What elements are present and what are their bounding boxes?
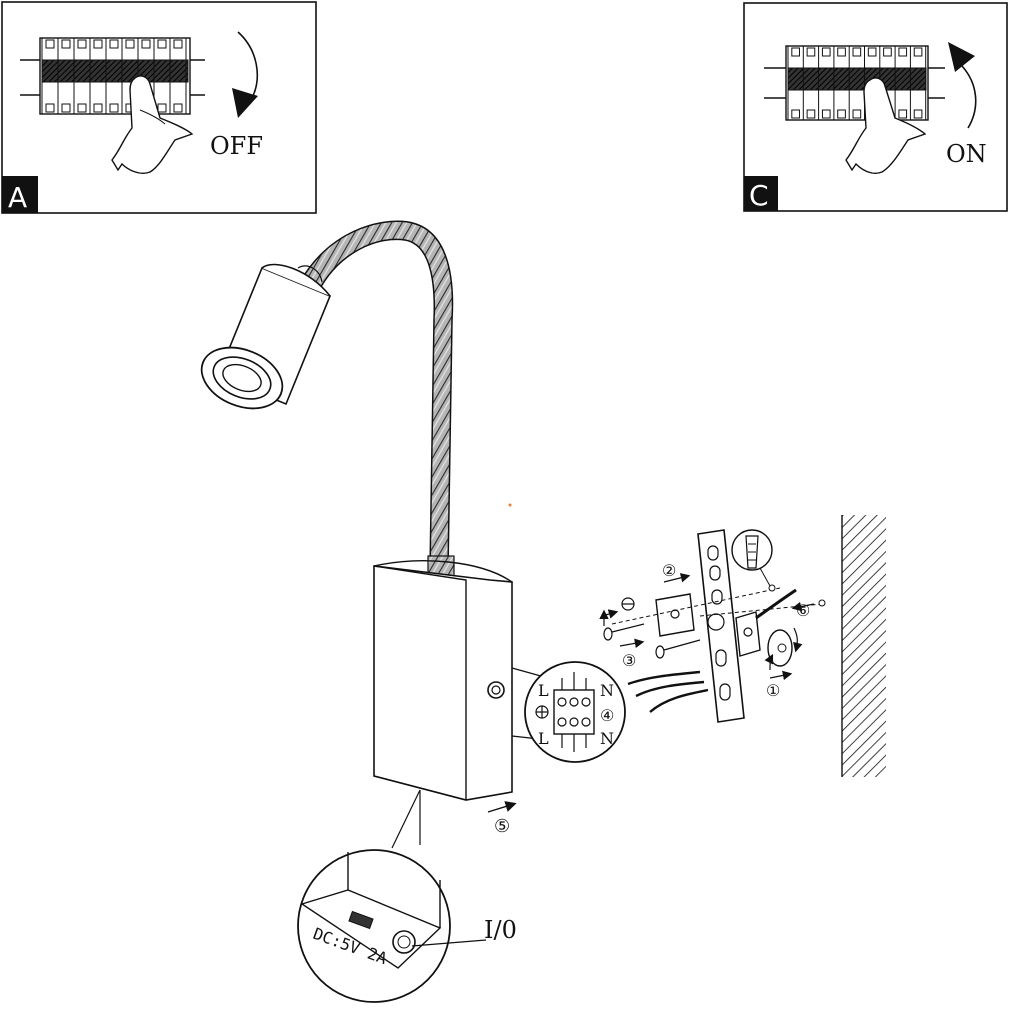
breaker-terminal — [173, 103, 183, 113]
breaker-terminal — [93, 103, 103, 113]
breaker-terminal — [45, 39, 55, 49]
terminal-top-left-label: L — [538, 681, 549, 700]
breaker-terminal — [852, 47, 862, 57]
breaker-terminal — [93, 39, 103, 49]
breaker-terminal — [125, 39, 135, 49]
step-1-label: ① — [766, 681, 780, 700]
breaker-terminal — [45, 103, 55, 113]
breaker-terminal — [821, 109, 831, 119]
breaker-terminal — [837, 109, 846, 119]
switch-on-off-label: I/0 — [484, 916, 517, 944]
terminal-top-right-label: N — [600, 681, 614, 700]
breaker-terminal — [157, 103, 167, 113]
breaker-terminal — [852, 109, 862, 119]
switch-detail: I/0 DC:5V 2A — [297, 789, 517, 1003]
hand-icon-c — [845, 77, 927, 174]
terminal-bottom-right-label: N — [600, 729, 614, 748]
hand-icon — [111, 75, 194, 174]
breaker-terminal — [867, 47, 877, 57]
wall-lamp: ⑤ — [200, 220, 517, 837]
breaker-terminal — [791, 47, 800, 57]
breaker-terminal — [837, 47, 846, 57]
breaker-terminal — [883, 47, 892, 57]
screw-icon — [603, 597, 701, 659]
step-2-label: ② — [662, 561, 676, 580]
breaker-terminal — [109, 39, 119, 49]
terminal-bottom-left-label: L — [538, 729, 549, 748]
breaker-terminal — [913, 109, 923, 119]
breaker-terminal — [141, 39, 151, 49]
panel-a-letter: A — [8, 181, 27, 214]
rotate-down-arrow-icon — [237, 31, 259, 99]
panel-a-switch-label: OFF — [210, 132, 263, 160]
breaker-terminal — [791, 109, 800, 119]
lamp-base-box — [373, 560, 513, 801]
fuse-box-illustration-c — [764, 45, 945, 121]
step-4-label: ④ — [600, 706, 614, 725]
breaker-terminal — [898, 109, 908, 119]
panel-c-power-on: ON C — [743, 2, 1008, 212]
lamp-head — [200, 263, 332, 410]
terminal-block-detail: L N L N ④ — [511, 661, 626, 763]
breaker-terminal — [913, 47, 923, 57]
panel-c-switch-label: ON — [946, 140, 987, 168]
fuse-box-illustration — [20, 37, 205, 115]
step-5-label: ⑤ — [494, 816, 510, 837]
gooseneck-arm — [298, 220, 454, 571]
wall-plug-icon — [731, 529, 776, 592]
panel-a-power-off: OFF A — [1, 1, 317, 214]
rotate-up-arrow-icon — [961, 65, 977, 129]
mounting-assembly: ② ③ ① ⑥ — [599, 515, 886, 777]
breaker-terminal — [61, 39, 71, 49]
breaker-terminal — [173, 39, 183, 49]
usb-port-icon — [348, 910, 374, 930]
breaker-terminal — [806, 47, 816, 57]
step-3-label: ③ — [622, 651, 636, 670]
breaker-terminal — [821, 47, 831, 57]
step-6-label: ⑥ — [796, 601, 810, 620]
breaker-terminal — [77, 39, 87, 49]
breaker-terminal — [898, 47, 908, 57]
breaker-terminal — [77, 103, 87, 113]
breaker-terminal — [61, 103, 71, 113]
wall-section — [842, 515, 886, 777]
breaker-terminal — [806, 109, 816, 119]
breaker-terminal — [157, 39, 167, 49]
panel-c-letter: C — [749, 179, 769, 212]
breaker-terminal — [109, 103, 119, 113]
